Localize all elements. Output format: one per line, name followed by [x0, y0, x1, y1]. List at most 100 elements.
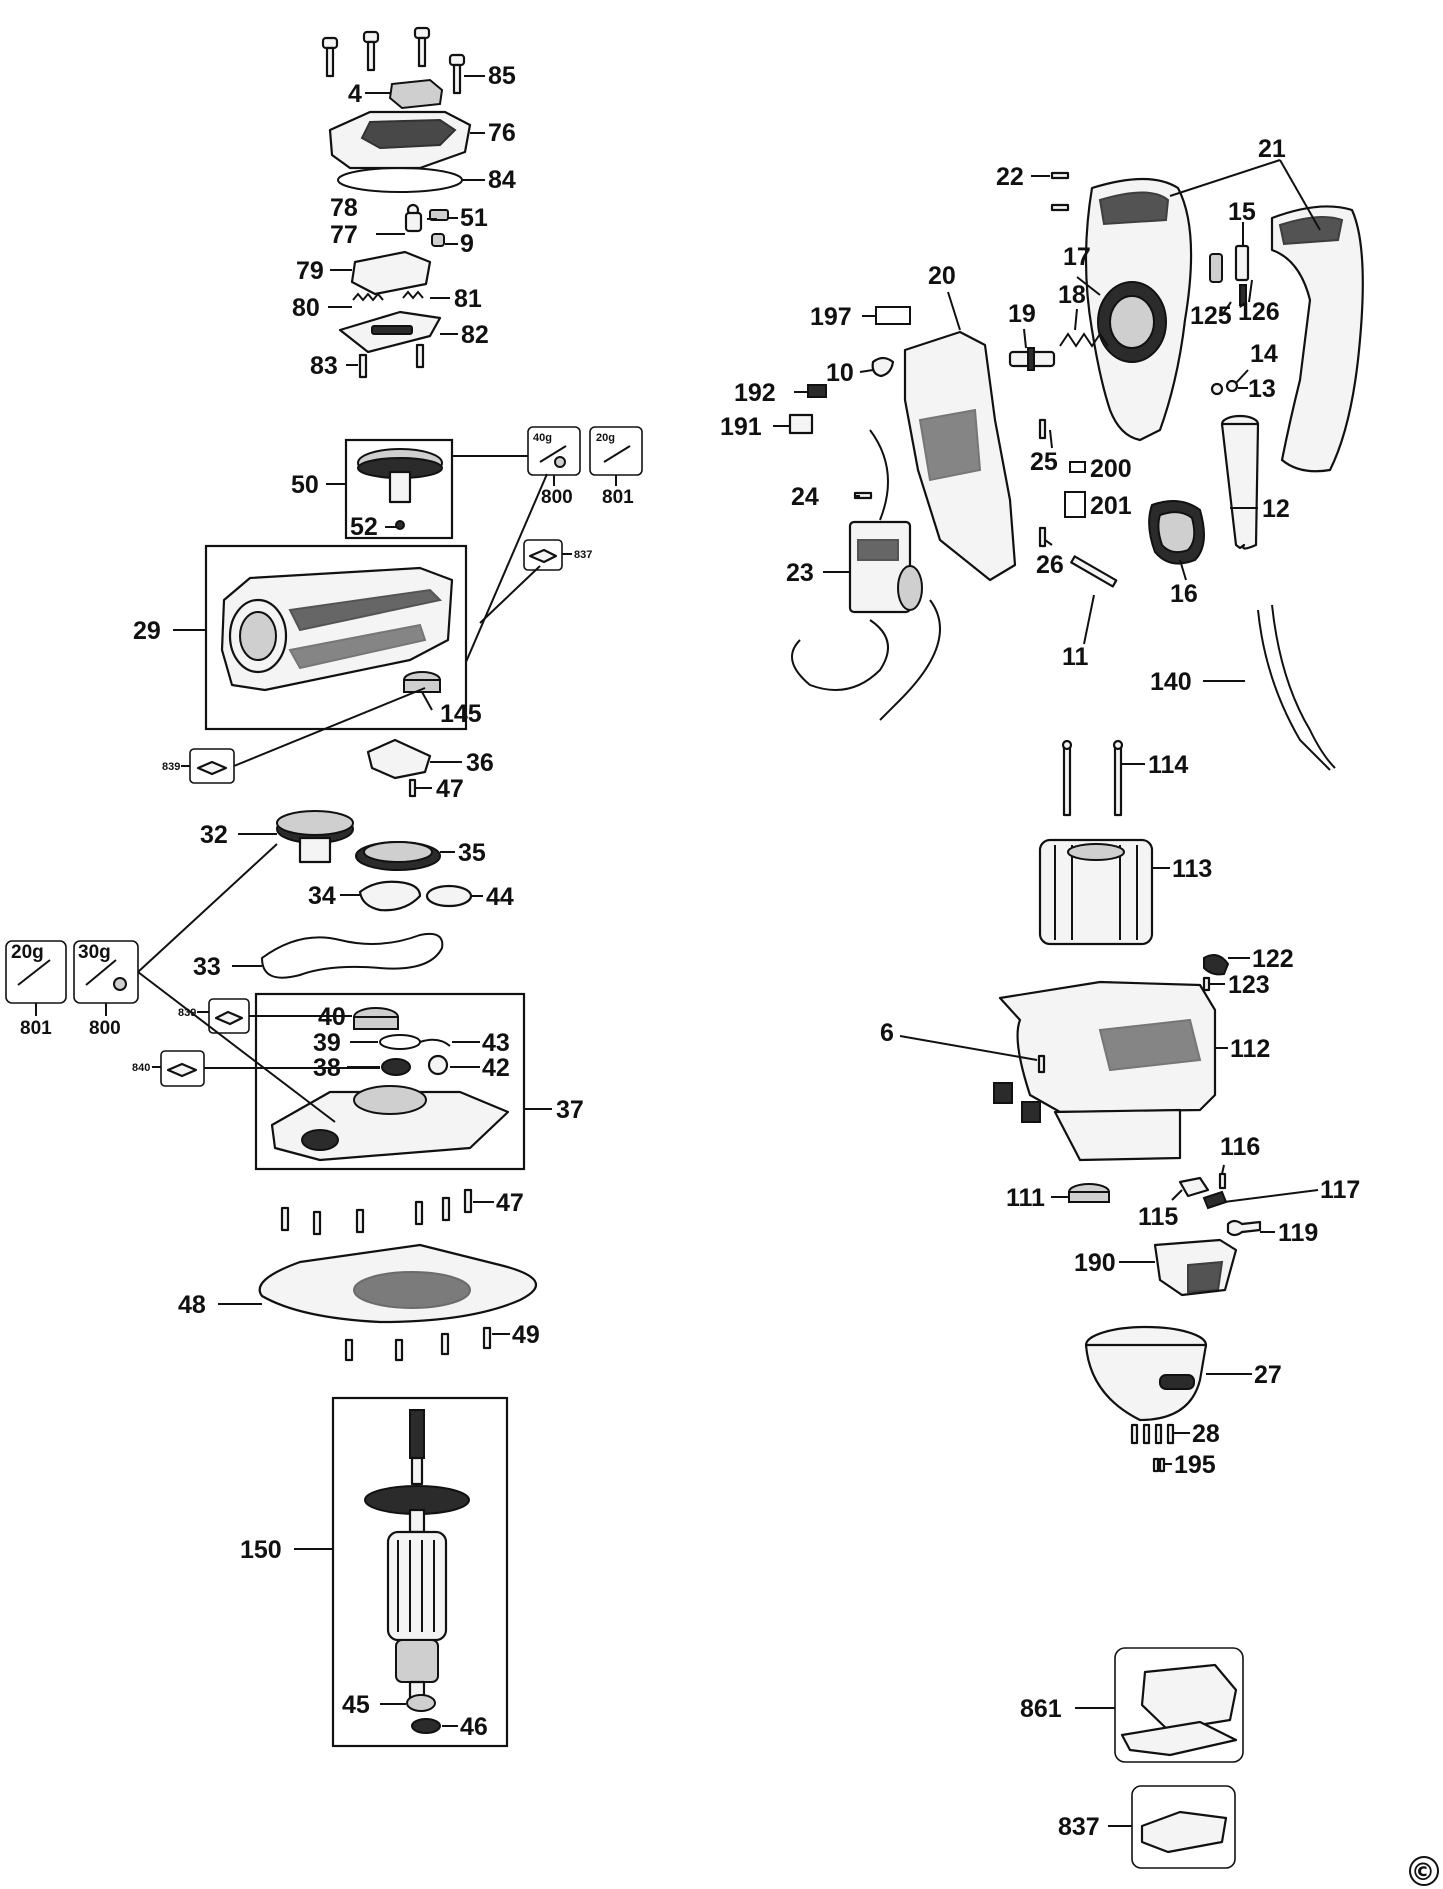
armature-150	[364, 1409, 470, 1734]
callout-13: 13	[1248, 375, 1276, 403]
callout-77: 77	[330, 221, 358, 249]
callout-837: 837	[1058, 1813, 1100, 1841]
callout-33: 33	[193, 953, 221, 981]
callout-111: 111	[1006, 1184, 1045, 1212]
callout-38: 38	[313, 1054, 341, 1082]
part-125	[1209, 253, 1223, 283]
callout-140: 140	[1150, 668, 1192, 696]
kit-801a-number: 801	[602, 487, 634, 508]
callout-11: 11	[1062, 643, 1089, 671]
kit-801b-number: 801	[20, 1018, 52, 1039]
callout-44: 44	[486, 883, 514, 911]
callout-40: 40	[318, 1003, 346, 1031]
leader-lines	[137, 75, 1321, 1827]
callout-115: 115	[1138, 1203, 1178, 1231]
callout-52: 52	[350, 513, 378, 541]
callout-16: 16	[1170, 580, 1198, 608]
kit-839-mid[interactable]	[208, 998, 250, 1034]
springs	[352, 290, 424, 302]
kit-837-top[interactable]	[523, 539, 563, 571]
callout-51: 51	[460, 204, 488, 232]
callout-195: 195	[1174, 1451, 1216, 1479]
kit-837-number: 837	[574, 549, 592, 561]
callout-80: 80	[292, 294, 320, 322]
kit-801-20g-left[interactable]	[5, 940, 67, 1004]
callout-119: 119	[1278, 1219, 1318, 1247]
screws-49	[344, 1326, 492, 1362]
callout-191: 191	[720, 413, 762, 441]
rods-114	[1061, 739, 1124, 817]
boot-17	[1097, 281, 1167, 363]
screws-47	[280, 1188, 473, 1236]
part-10	[871, 356, 895, 378]
callout-14: 14	[1250, 340, 1278, 368]
kit-800a-number: 800	[541, 487, 573, 508]
copyright-circle	[1409, 1856, 1439, 1886]
shaft-19	[1008, 347, 1056, 371]
callout-22: 22	[996, 163, 1024, 191]
callout-19: 19	[1008, 300, 1036, 328]
callout-76: 76	[488, 119, 516, 147]
callout-39: 39	[313, 1029, 341, 1057]
callout-15: 15	[1228, 198, 1256, 226]
screws-85	[321, 26, 466, 95]
callout-85: 85	[488, 62, 516, 90]
callout-112: 112	[1230, 1035, 1270, 1063]
kit-801b-weight: 20g	[11, 942, 44, 963]
case-861	[1114, 1647, 1244, 1763]
frame-housing-29	[204, 544, 468, 731]
callout-48: 48	[178, 1291, 206, 1319]
kit-839-top[interactable]	[189, 748, 235, 784]
kit-840-number: 840	[132, 1062, 150, 1074]
tray-837	[1131, 1785, 1236, 1869]
callout-32: 32	[200, 821, 228, 849]
label-200	[1069, 461, 1086, 473]
collar-16	[1148, 500, 1205, 565]
callout-197: 197	[810, 303, 852, 331]
ring-44	[425, 884, 473, 908]
callout-12: 12	[1262, 495, 1290, 523]
part-119	[1226, 1219, 1262, 1237]
callout-192: 192	[734, 379, 776, 407]
callout-23: 23	[786, 559, 814, 587]
gear-35	[355, 841, 441, 871]
callout-150: 150	[240, 1536, 282, 1564]
block-79	[350, 250, 432, 296]
screws-right	[853, 171, 1070, 548]
kit-839a-number: 839	[162, 761, 180, 773]
kit-labels: 40g 800 20g 801 837 839 20g 801 30g 800 …	[11, 432, 634, 1074]
callout-114: 114	[1148, 751, 1188, 779]
callout-113: 113	[1172, 855, 1212, 883]
sleeve-12	[1220, 414, 1260, 550]
callout-145: 145	[440, 700, 482, 728]
part-192	[807, 384, 827, 398]
label-201	[1064, 491, 1086, 518]
callout-45: 45	[342, 1691, 370, 1719]
callout-47b: 47	[496, 1189, 524, 1217]
part-117	[1202, 1190, 1228, 1210]
callout-43: 43	[482, 1029, 510, 1057]
part-126	[1234, 244, 1250, 282]
callout-125: 125	[1190, 302, 1232, 330]
o-ring-84	[337, 167, 463, 193]
kit-800-40g[interactable]	[527, 426, 581, 476]
gear-housing-29	[220, 566, 454, 692]
gear-32	[276, 810, 354, 864]
callout-29: 29	[133, 617, 161, 645]
motor-housing-112	[998, 980, 1217, 1162]
handle-21-right	[1270, 205, 1364, 473]
callout-6: 6	[880, 1019, 894, 1047]
plate-37	[270, 1007, 510, 1162]
end-cap-27	[1084, 1325, 1208, 1422]
part-122	[1203, 954, 1230, 976]
kit-840[interactable]	[160, 1050, 205, 1087]
callout-46: 46	[460, 1713, 488, 1741]
callout-28: 28	[1192, 1420, 1220, 1448]
callout-26: 26	[1036, 551, 1064, 579]
callout-17: 17	[1063, 243, 1091, 271]
callout-81: 81	[454, 285, 482, 313]
screws-28	[1130, 1423, 1175, 1445]
kit-800b-number: 800	[89, 1018, 121, 1039]
callout-190: 190	[1074, 1249, 1116, 1277]
callout-4: 4	[348, 80, 362, 108]
